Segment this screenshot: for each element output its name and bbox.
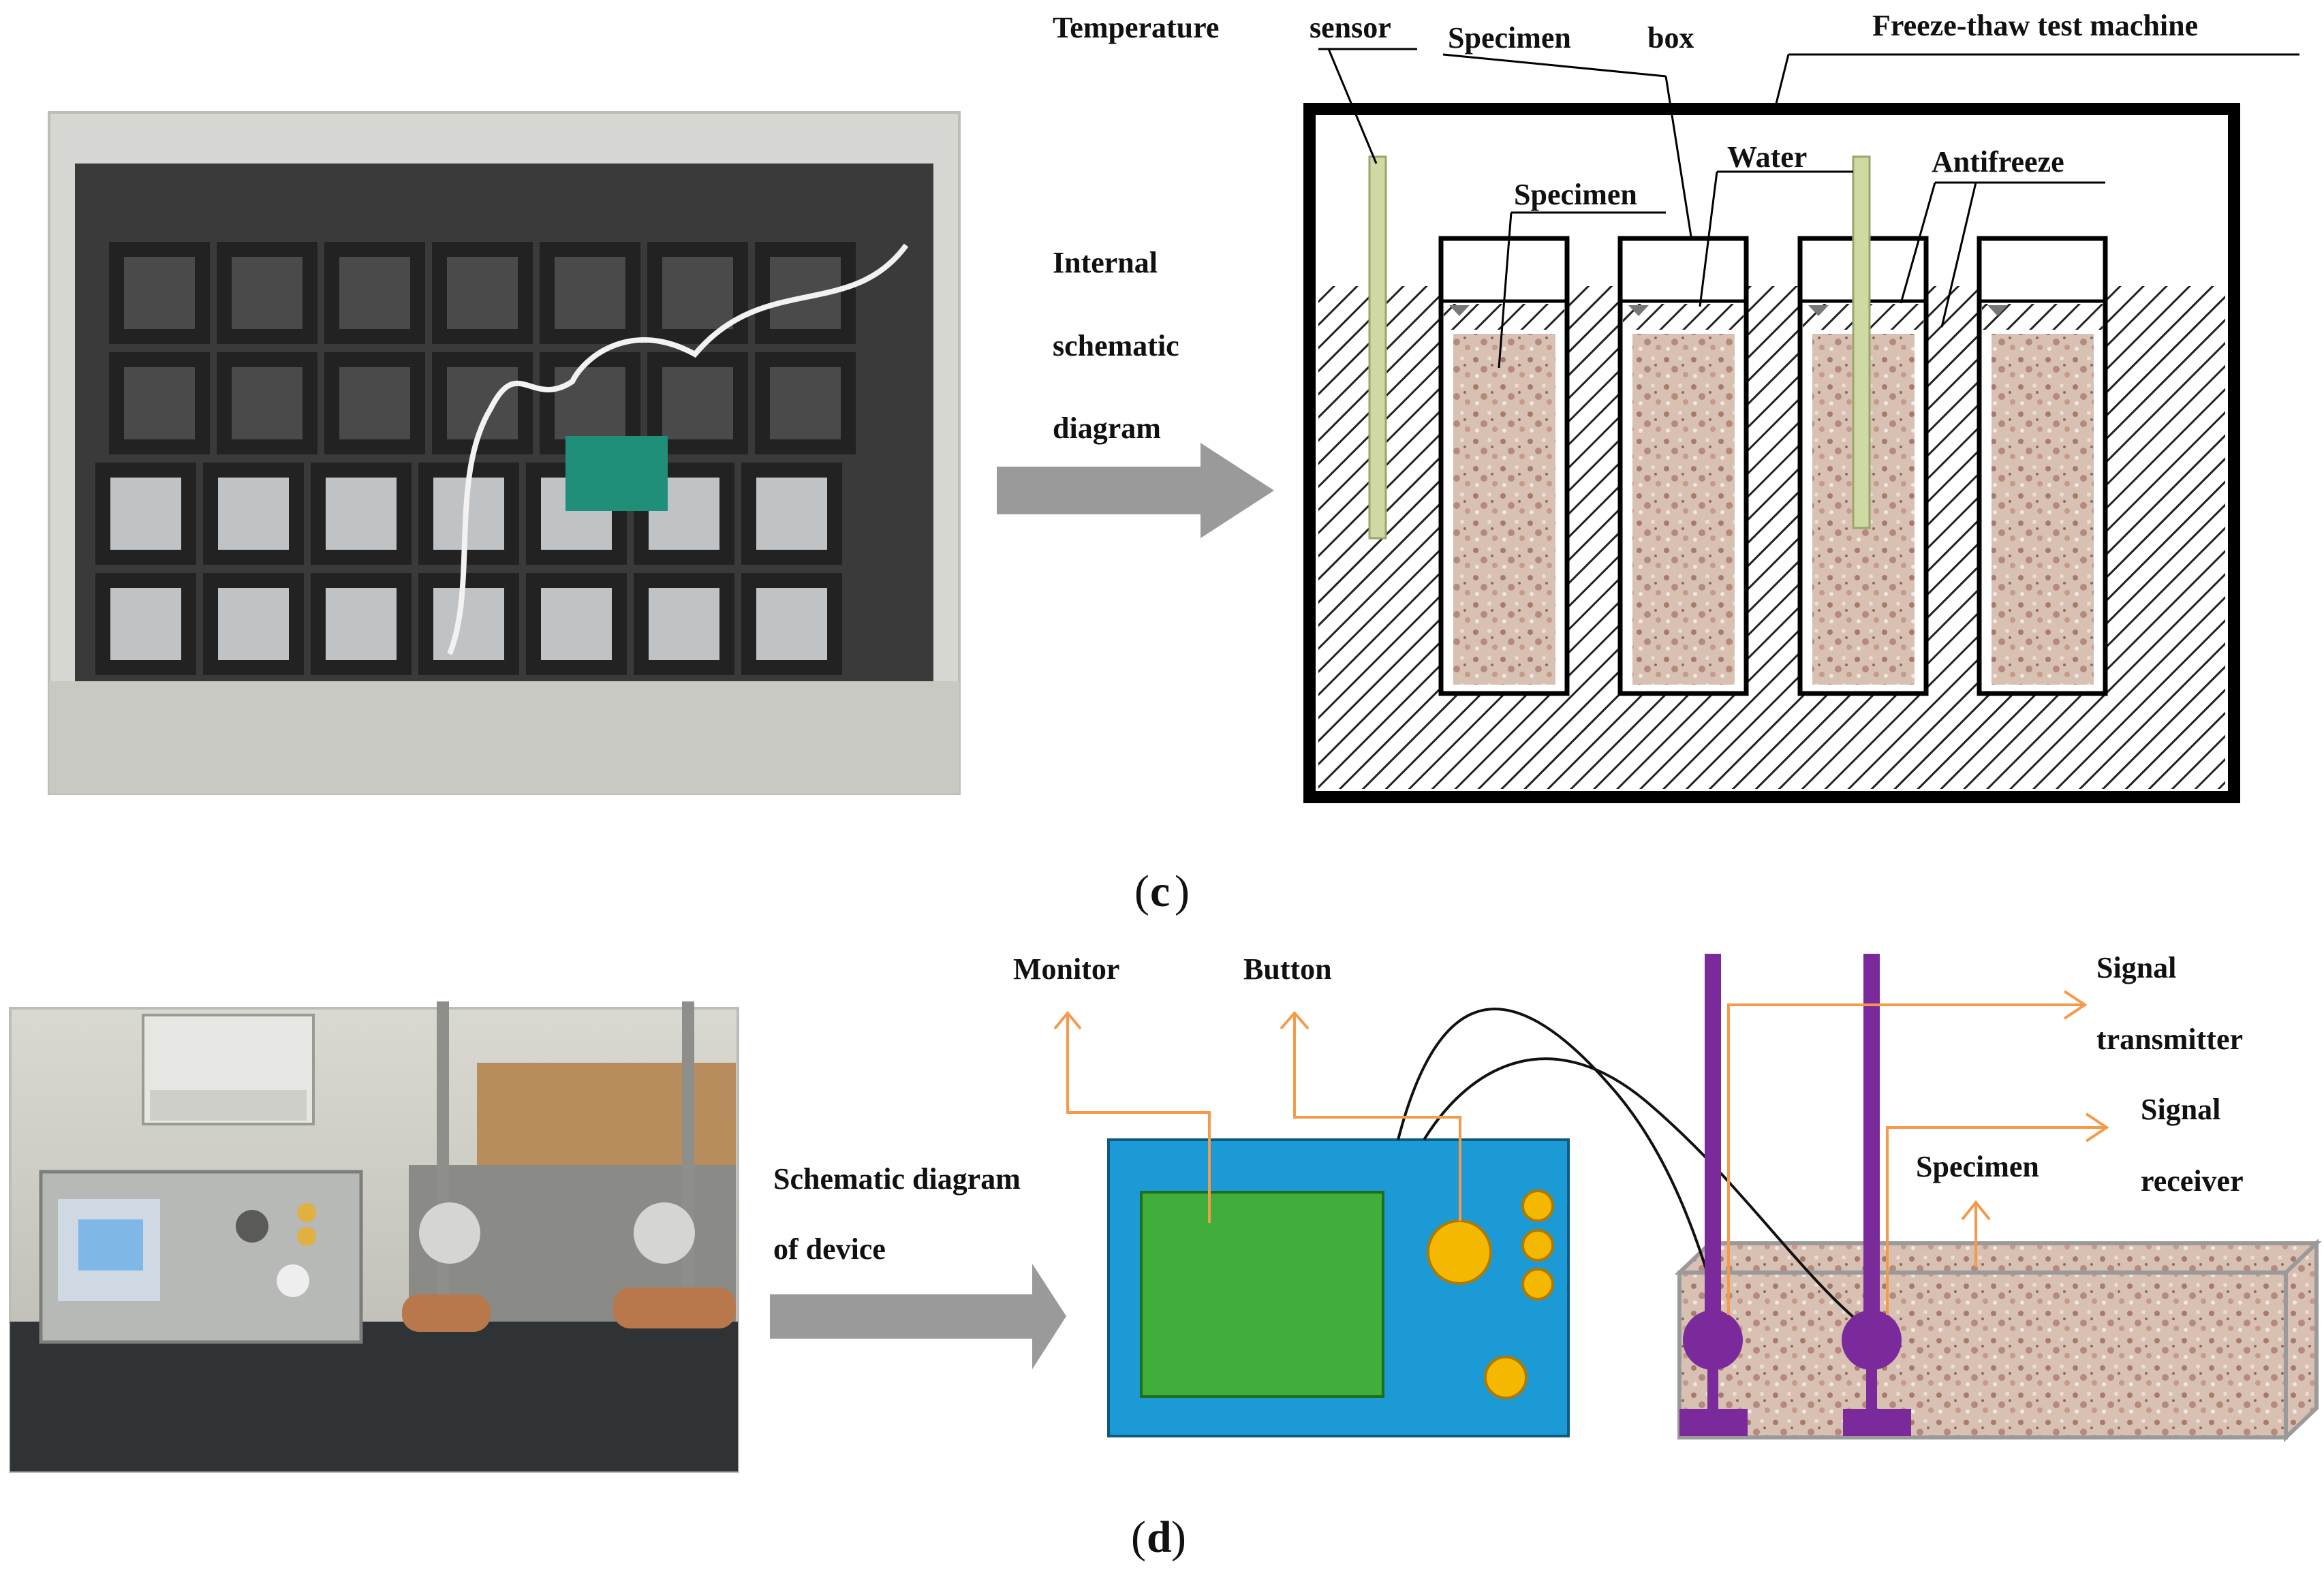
- arrow-label-c-line3: diagram: [1053, 411, 1161, 445]
- label-temperature: Temperature: [1053, 11, 1219, 44]
- device-button-2: [1521, 1229, 1554, 1262]
- specimen-box-photo: [418, 573, 519, 675]
- specimen-box-photo: [109, 352, 210, 454]
- label-specimen-c: Specimen: [1514, 178, 1637, 211]
- specimen-box-photo: [217, 242, 317, 344]
- device-main-button: [1427, 1219, 1492, 1285]
- label-antifreeze: Antifreeze: [1932, 145, 2064, 178]
- caption-c: ( c ): [1134, 867, 1190, 916]
- arrow-label-c-line2: schematic: [1053, 329, 1179, 362]
- specimen-box-photo: [324, 352, 425, 454]
- specimen-box-photo: [324, 242, 425, 344]
- ultrasonic-device-schematic: [1107, 1138, 1570, 1437]
- label-specimen-box-1: Specimen: [1448, 21, 1571, 54]
- specimen-box-photo: [647, 352, 748, 454]
- label-signal-transmitter-2: transmitter: [2096, 1023, 2243, 1056]
- specimen-box-photo: [203, 573, 304, 675]
- signal-receiver-probe: [1842, 954, 1911, 1436]
- label-specimen-d: Specimen: [1916, 1150, 2039, 1183]
- label-freeze-thaw-machine: Freeze-thaw test machine: [1872, 9, 2198, 42]
- probe-cable-2: [1423, 1057, 1868, 1330]
- arrow-schematic-device: [770, 1264, 1066, 1369]
- specimen-box-photo: [95, 573, 196, 675]
- label-button: Button: [1243, 952, 1332, 986]
- svg-text:d: d: [1147, 1512, 1172, 1562]
- svg-text:c: c: [1150, 867, 1170, 916]
- device-monitor-screen: [1140, 1191, 1384, 1398]
- label-specimen-box-2: box: [1647, 21, 1694, 54]
- specimen-tubes: [1438, 236, 2108, 696]
- specimen-box-photo: [741, 463, 842, 565]
- specimen-tube: [1977, 236, 2108, 696]
- label-water: Water: [1727, 140, 1807, 174]
- arrow-label-d-line2: of device: [773, 1232, 886, 1266]
- temperature-sensor-rod-1: [1368, 155, 1387, 540]
- specimen-box-photo: [217, 352, 317, 454]
- specimen-box-photo: [95, 463, 196, 565]
- svg-text:(: (: [1134, 867, 1149, 916]
- signal-transmitter-probe: [1679, 954, 1748, 1436]
- svg-text:(: (: [1131, 1512, 1146, 1562]
- arrow-internal-schematic: [997, 443, 1274, 538]
- label-signal-receiver-2: receiver: [2141, 1164, 2244, 1198]
- specimen-box-photo: [432, 242, 533, 344]
- specimen-block-d: [1674, 1238, 2322, 1443]
- arrow-label-d-line1: Schematic diagram: [773, 1162, 1021, 1196]
- specimen-box-photo: [311, 463, 412, 565]
- sensor-board: [565, 436, 668, 511]
- specimen-box-photo: [203, 463, 304, 565]
- label-monitor: Monitor: [1013, 952, 1119, 986]
- label-signal-receiver-1: Signal: [2141, 1093, 2220, 1126]
- svg-text:): ): [1175, 867, 1190, 916]
- device-button-1: [1521, 1189, 1554, 1222]
- specimen-box-photo: [741, 573, 842, 675]
- specimen-tube: [1438, 236, 1570, 696]
- caption-d: ( d ): [1131, 1512, 1186, 1562]
- photo-ultrasonic-device: [9, 1001, 739, 1473]
- label-sensor: sensor: [1310, 11, 1391, 44]
- specimen-box-photo: [109, 242, 210, 344]
- photo-freeze-thaw-chamber: [48, 111, 961, 795]
- specimen-box-photo: [432, 352, 533, 454]
- svg-text:): ): [1171, 1512, 1186, 1562]
- specimen-box-photo: [755, 242, 856, 344]
- device-button-3: [1521, 1268, 1554, 1301]
- label-signal-transmitter-1: Signal: [2096, 951, 2176, 984]
- leader-lines-c: [1318, 48, 2299, 369]
- specimen-box-grid: [95, 242, 856, 675]
- specimen-box-photo: [634, 573, 734, 675]
- device-power-button: [1484, 1356, 1528, 1399]
- specimen-box-photo: [311, 573, 412, 675]
- specimen-tube: [1617, 236, 1749, 696]
- specimen-box-photo: [647, 242, 748, 344]
- leader-lines-d: [1053, 990, 2109, 1315]
- specimen-box-photo: [526, 573, 627, 675]
- arrow-label-c-line1: Internal: [1053, 246, 1158, 279]
- specimen-box-photo: [540, 242, 640, 344]
- sensor-cables: [447, 243, 909, 655]
- specimen-box-photo: [755, 352, 856, 454]
- temperature-sensor-rod-2: [1852, 155, 1871, 529]
